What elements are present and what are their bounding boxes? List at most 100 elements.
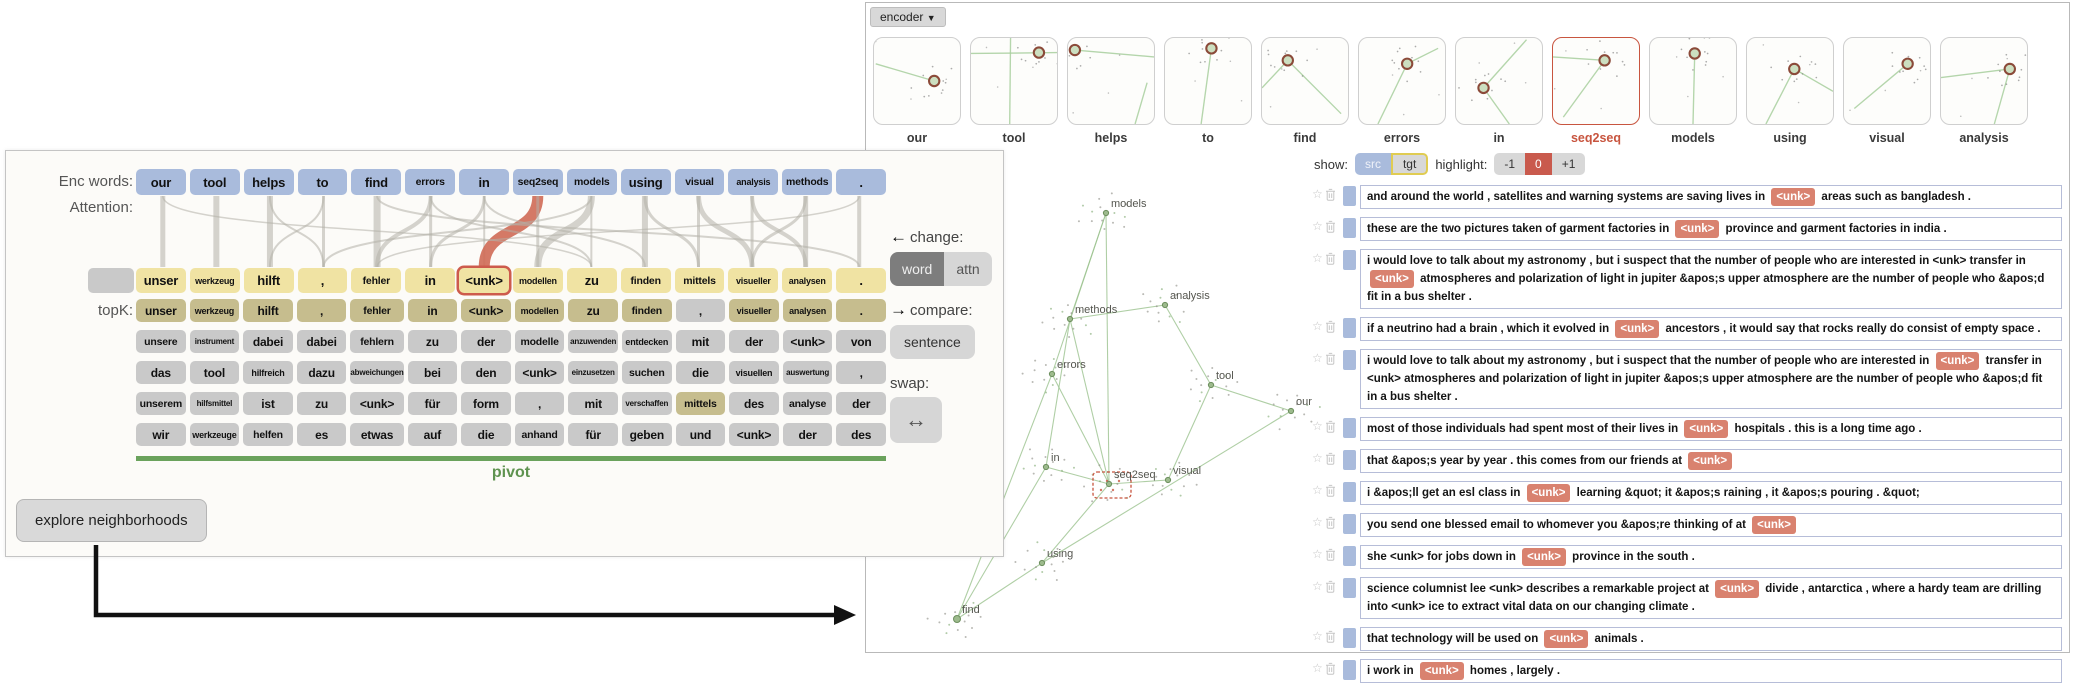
- enc-token-our[interactable]: our: [136, 169, 186, 195]
- dec-token-fehler[interactable]: fehler: [351, 268, 401, 293]
- sentence-text[interactable]: that &apos;s year by year . this comes f…: [1360, 449, 2062, 473]
- scatter-label-errors[interactable]: errors: [1057, 359, 1086, 371]
- topk-token-einzusetzen[interactable]: einzusetzen: [568, 361, 618, 384]
- topk-token-unserem[interactable]: unserem: [136, 392, 186, 415]
- star-icon[interactable]: ☆: [1312, 452, 1323, 470]
- enc-token-tool[interactable]: tool: [190, 169, 240, 195]
- scatter-label-find[interactable]: find: [962, 604, 980, 616]
- sentence-row[interactable]: ☆i would love to talk about my astronomy…: [1312, 349, 2062, 409]
- sentence-text[interactable]: science columnist lee <unk> describes a …: [1360, 577, 2062, 619]
- sentence-row[interactable]: ☆science columnist lee <unk> describes a…: [1312, 577, 2062, 619]
- topk-token-bei[interactable]: bei: [408, 361, 458, 384]
- dec-token-hilft[interactable]: hilft: [244, 268, 294, 293]
- encoder-dropdown[interactable]: encoder ▼: [870, 7, 946, 27]
- dec-token-modellen[interactable]: modellen: [513, 268, 563, 293]
- star-icon[interactable]: ☆: [1312, 220, 1323, 238]
- trash-icon[interactable]: [1325, 188, 1336, 206]
- sentence-text[interactable]: i work in <unk> homes , largely .: [1360, 659, 2062, 683]
- thumbnail-visual[interactable]: visual: [1843, 37, 1931, 145]
- topk-token-<unk>[interactable]: <unk>: [515, 361, 565, 384]
- topk-token-dabei[interactable]: dabei: [243, 330, 293, 353]
- star-icon[interactable]: ☆: [1312, 662, 1323, 680]
- topk-token-abweichungen[interactable]: abweichungen: [350, 361, 403, 384]
- topk-token-anzuwenden[interactable]: anzuwenden: [568, 330, 618, 353]
- topk-token-etwas[interactable]: etwas: [350, 423, 403, 446]
- topk-token-für[interactable]: für: [408, 392, 458, 415]
- topk-token-und[interactable]: und: [676, 423, 726, 446]
- dec-token-visueller[interactable]: visueller: [728, 268, 778, 293]
- topk-token-<unk>[interactable]: <unk>: [783, 330, 833, 353]
- topk-token-finden[interactable]: finden: [622, 299, 672, 322]
- trash-icon[interactable]: [1325, 580, 1336, 598]
- topk-token-,[interactable]: ,: [515, 392, 565, 415]
- thumbnail-find[interactable]: find: [1261, 37, 1349, 145]
- sentence-row[interactable]: ☆if a neutrino had a brain , which it ev…: [1312, 317, 2062, 341]
- sentence-text[interactable]: i &apos;ll get an esl class in <unk> lea…: [1360, 481, 2062, 505]
- thumbnail-plot[interactable]: [1261, 37, 1349, 125]
- star-icon[interactable]: ☆: [1312, 352, 1323, 370]
- star-icon[interactable]: ☆: [1312, 516, 1323, 534]
- dec-token-<unk>[interactable]: <unk>: [459, 268, 509, 293]
- star-icon[interactable]: ☆: [1312, 252, 1323, 270]
- sentence-row[interactable]: ☆ that &apos;s year by year . this comes …: [1312, 449, 2062, 473]
- thumbnail-plot[interactable]: [1358, 37, 1446, 125]
- topk-token-in[interactable]: in: [408, 299, 458, 322]
- dec-token-.[interactable]: .: [836, 268, 886, 293]
- sentence-row[interactable]: ☆ i &apos;ll get an esl class in <unk> le…: [1312, 481, 2062, 505]
- topk-token-visueller[interactable]: visueller: [729, 299, 779, 322]
- thumbnail-helps[interactable]: helps: [1067, 37, 1155, 145]
- scatter-label-analysis[interactable]: analysis: [1170, 290, 1210, 302]
- scatter-label-in[interactable]: in: [1051, 452, 1060, 464]
- thumbnail-plot[interactable]: [873, 37, 961, 125]
- enc-token-helps[interactable]: helps: [244, 169, 294, 195]
- trash-icon[interactable]: [1325, 484, 1336, 502]
- change-attn-button[interactable]: attn: [944, 252, 991, 286]
- trash-icon[interactable]: [1325, 420, 1336, 438]
- topk-token-für[interactable]: für: [568, 423, 618, 446]
- topk-token-den[interactable]: den: [461, 361, 511, 384]
- enc-token-visual[interactable]: visual: [675, 169, 725, 195]
- topk-token-werkzeug[interactable]: werkzeug: [190, 299, 240, 322]
- thumbnail-plot[interactable]: [1940, 37, 2028, 125]
- topk-token-werkzeuge[interactable]: werkzeuge: [190, 423, 240, 446]
- dec-token-analysen[interactable]: analysen: [782, 268, 832, 293]
- topk-token-unsere[interactable]: unsere: [136, 330, 186, 353]
- topk-token-hilfreich[interactable]: hilfreich: [243, 361, 293, 384]
- star-icon[interactable]: ☆: [1312, 630, 1323, 648]
- trash-icon[interactable]: [1325, 662, 1336, 680]
- show-src-button[interactable]: src: [1355, 153, 1391, 175]
- enc-token-to[interactable]: to: [298, 169, 348, 195]
- scatter-label-tool[interactable]: tool: [1216, 370, 1234, 382]
- sentence-text[interactable]: and around the world , satellites and wa…: [1360, 185, 2062, 209]
- topk-token-.[interactable]: .: [836, 299, 886, 322]
- topk-token-zu[interactable]: zu: [408, 330, 458, 353]
- dec-token-werkzeug[interactable]: werkzeug: [190, 268, 240, 293]
- topk-token-modellen[interactable]: modellen: [515, 299, 565, 322]
- dec-token-in[interactable]: in: [405, 268, 455, 293]
- topk-token-analyse[interactable]: analyse: [783, 392, 833, 415]
- topk-token-fehlern[interactable]: fehlern: [350, 330, 403, 353]
- sentence-text[interactable]: these are the two pictures taken of garm…: [1360, 217, 2062, 241]
- topk-token-zu[interactable]: zu: [568, 299, 618, 322]
- star-icon[interactable]: ☆: [1312, 484, 1323, 502]
- topk-token-auswertung[interactable]: auswertung: [783, 361, 833, 384]
- topk-token-<unk>[interactable]: <unk>: [461, 299, 511, 322]
- topk-token-von[interactable]: von: [836, 330, 886, 353]
- thumbnail-our[interactable]: our: [873, 37, 961, 145]
- scatter-label-visual[interactable]: visual: [1173, 465, 1201, 477]
- thumbnail-plot[interactable]: [970, 37, 1058, 125]
- thumbnail-analysis[interactable]: analysis: [1940, 37, 2028, 145]
- topk-token-des[interactable]: des: [836, 423, 886, 446]
- dec-token-unser[interactable]: unser: [136, 268, 186, 293]
- topk-token-die[interactable]: die: [461, 423, 511, 446]
- sentence-row[interactable]: ☆i would love to talk about my astronomy…: [1312, 249, 2062, 309]
- topk-token-des[interactable]: des: [729, 392, 779, 415]
- topk-token-das[interactable]: das: [136, 361, 186, 384]
- topk-token-instrument[interactable]: instrument: [190, 330, 240, 353]
- thumbnail-to[interactable]: to: [1164, 37, 1252, 145]
- thumbnail-plot[interactable]: [1843, 37, 1931, 125]
- enc-token-seq2seq[interactable]: seq2seq: [513, 169, 563, 195]
- star-icon[interactable]: ☆: [1312, 420, 1323, 438]
- trash-icon[interactable]: [1325, 220, 1336, 238]
- topk-token-fehler[interactable]: fehler: [350, 299, 403, 322]
